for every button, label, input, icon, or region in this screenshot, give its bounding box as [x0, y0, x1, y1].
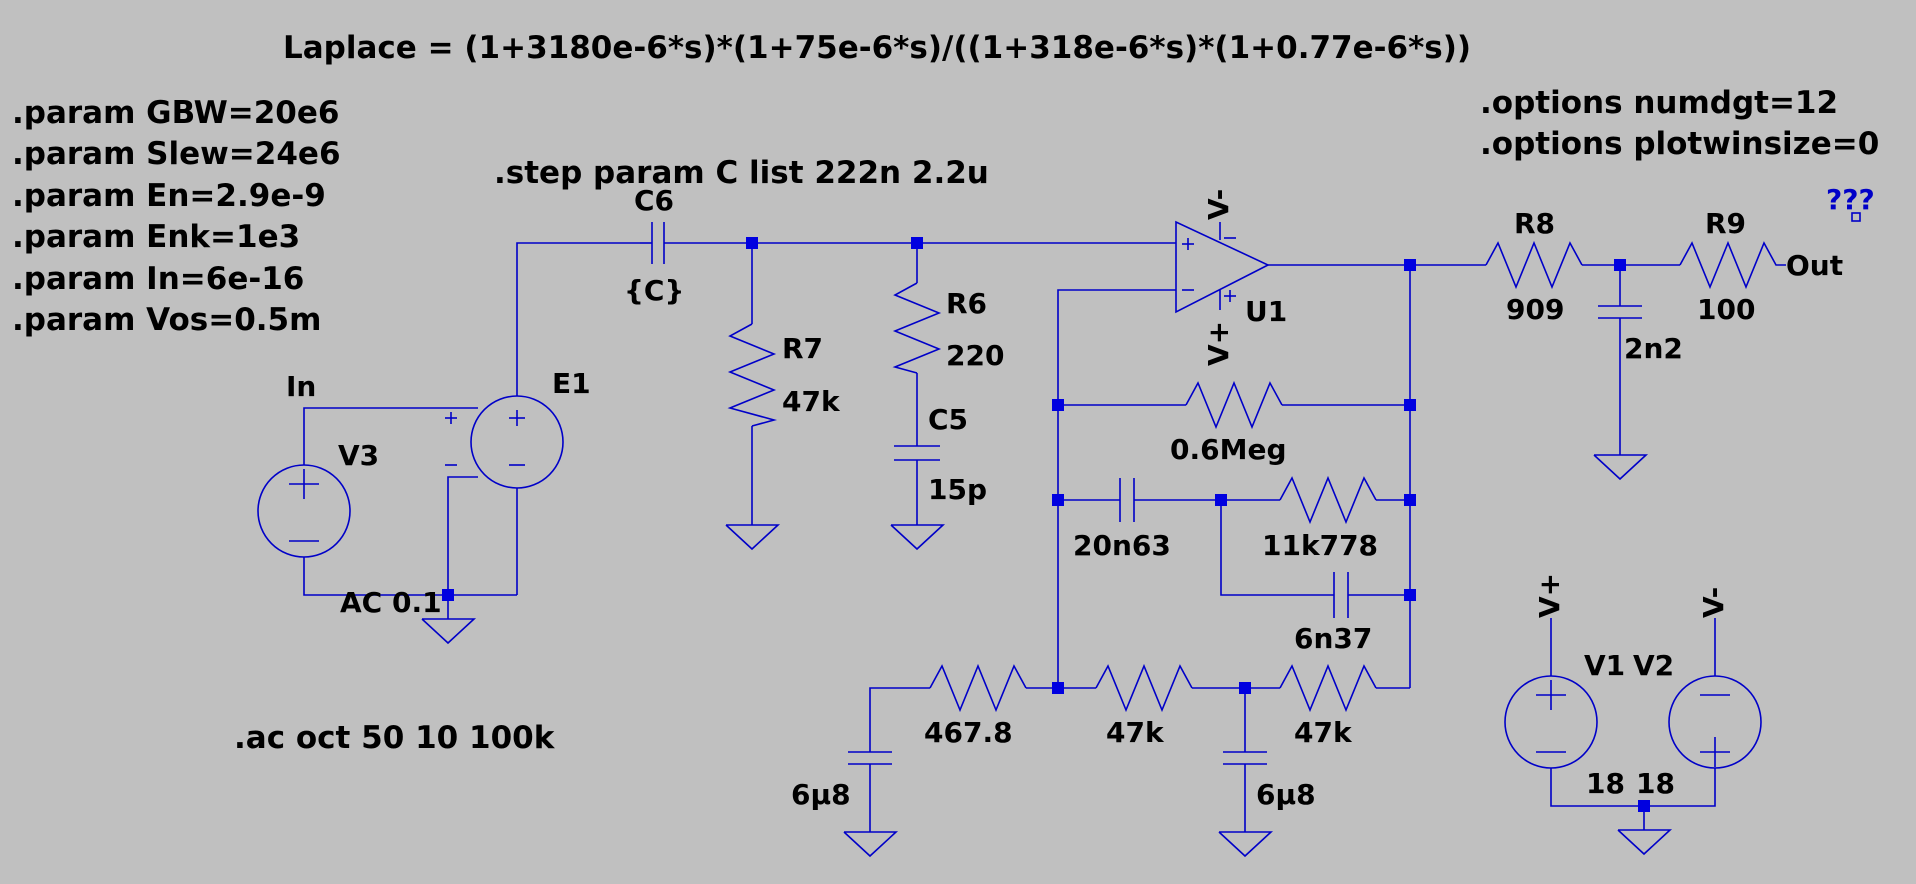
net-label-u1-vplus: V+ [1202, 320, 1235, 366]
net-label-v2-vminus: V- [1697, 586, 1730, 618]
c5-label: C5 [928, 403, 969, 436]
r8-label: R8 [1514, 207, 1556, 240]
capacitor-20n63[interactable] [1119, 478, 1135, 522]
junction-dots [442, 237, 1650, 812]
v1-label: V1 [1584, 649, 1626, 682]
wire-e1-top [516, 242, 640, 396]
net-label-out: Out [1786, 249, 1844, 282]
resistor-47k-a[interactable] [1095, 663, 1193, 713]
capacitor-6n37[interactable] [1333, 572, 1349, 618]
c6-capacitor[interactable] [640, 222, 1176, 264]
param-enk[interactable]: .param Enk=1e3 [12, 219, 301, 255]
laplace-directive[interactable]: Laplace = (1+3180e-6*s)*(1+75e-6*s)/((1+… [283, 30, 1472, 66]
c-20n63-value: 20n63 [1073, 529, 1171, 562]
r7-value: 47k [782, 385, 840, 418]
u1-model-marker [1851, 212, 1861, 222]
net-label-in: In [286, 370, 317, 403]
c2n2-value: 2n2 [1624, 332, 1683, 365]
v2-label: V2 [1633, 649, 1675, 682]
resistor-11k778[interactable] [1279, 475, 1377, 525]
r-47k-a-value: 47k [1106, 716, 1164, 749]
e1-label: E1 [552, 367, 591, 400]
param-slew[interactable]: .param Slew=24e6 [12, 136, 341, 172]
v3-value: AC 0.1 [340, 586, 442, 619]
r6-label: R6 [946, 287, 988, 320]
c-6u8-a-value: 6µ8 [791, 778, 851, 811]
r7-label: R7 [782, 332, 824, 365]
u1-opamp[interactable] [1175, 220, 1270, 314]
v3-source[interactable] [257, 464, 351, 558]
resistor-467-8[interactable] [929, 663, 1027, 713]
param-gbw[interactable]: .param GBW=20e6 [12, 95, 340, 131]
ground-symbol-supply [1617, 829, 1673, 856]
r9-label: R9 [1705, 207, 1747, 240]
r9-value: 100 [1697, 293, 1756, 326]
r-467-8-value: 467.8 [924, 716, 1013, 749]
r7-resistor[interactable] [727, 323, 778, 427]
e1-source[interactable] [445, 395, 564, 489]
options-numdgt[interactable]: .options numdgt=12 [1480, 85, 1839, 121]
c5-capacitor[interactable] [894, 445, 940, 461]
r-0-6meg-value: 0.6Meg [1170, 433, 1287, 466]
v2-value: 18 [1636, 767, 1675, 800]
r-47k-b-value: 47k [1294, 716, 1352, 749]
ground-symbol-6u8-a [843, 831, 899, 858]
param-vos[interactable]: .param Vos=0.5m [12, 302, 322, 338]
param-in[interactable]: .param In=6e-16 [12, 261, 305, 297]
wire-inverting-input [1057, 289, 1176, 688]
u1-model: ??? [1826, 183, 1875, 216]
ground-symbol-6u8-b [1218, 831, 1274, 858]
r-11k778-value: 11k778 [1262, 529, 1379, 562]
resistor-0-6meg[interactable] [1185, 380, 1283, 430]
ground-symbol-r7 [725, 524, 781, 551]
v2-source[interactable] [1668, 675, 1762, 769]
ground-symbol-2n2 [1593, 454, 1649, 481]
r8-value: 909 [1506, 293, 1565, 326]
v1-value: 18 [1586, 767, 1625, 800]
step-directive[interactable]: .step param C list 222n 2.2u [494, 155, 989, 191]
u1-label: U1 [1245, 295, 1288, 328]
wire-supply-bottom [1550, 768, 1716, 807]
r6-value: 220 [946, 339, 1005, 372]
v1-source[interactable] [1504, 675, 1598, 769]
options-plotwinsize[interactable]: .options plotwinsize=0 [1480, 126, 1880, 162]
capacitor-2n2[interactable] [1598, 305, 1642, 319]
capacitor-6u8-b[interactable] [1223, 751, 1267, 765]
resistor-47k-b[interactable] [1279, 663, 1377, 713]
v3-label: V3 [338, 439, 380, 472]
net-label-u1-vminus: V- [1202, 188, 1235, 220]
c6-value: {C} [624, 274, 685, 307]
wire-c6n37-left [1220, 500, 1334, 596]
r9-resistor[interactable] [1679, 240, 1786, 290]
r6-resistor[interactable] [892, 282, 942, 374]
wire-467-left [869, 687, 930, 740]
r8-resistor[interactable] [1485, 240, 1583, 290]
c-6n37-value: 6n37 [1294, 622, 1373, 655]
ground-symbol-c5 [890, 524, 946, 551]
param-en[interactable]: .param En=2.9e-9 [12, 178, 326, 214]
wire-in-net [303, 407, 478, 465]
c-6u8-b-value: 6µ8 [1256, 778, 1316, 811]
net-label-v1-vplus: V+ [1533, 572, 1566, 618]
wire-e1-minus [447, 476, 478, 595]
capacitor-6u8-a[interactable] [848, 751, 892, 765]
c6-label: C6 [634, 184, 675, 217]
ac-directive[interactable]: .ac oct 50 10 100k [234, 720, 555, 756]
c5-value: 15p [928, 473, 988, 506]
